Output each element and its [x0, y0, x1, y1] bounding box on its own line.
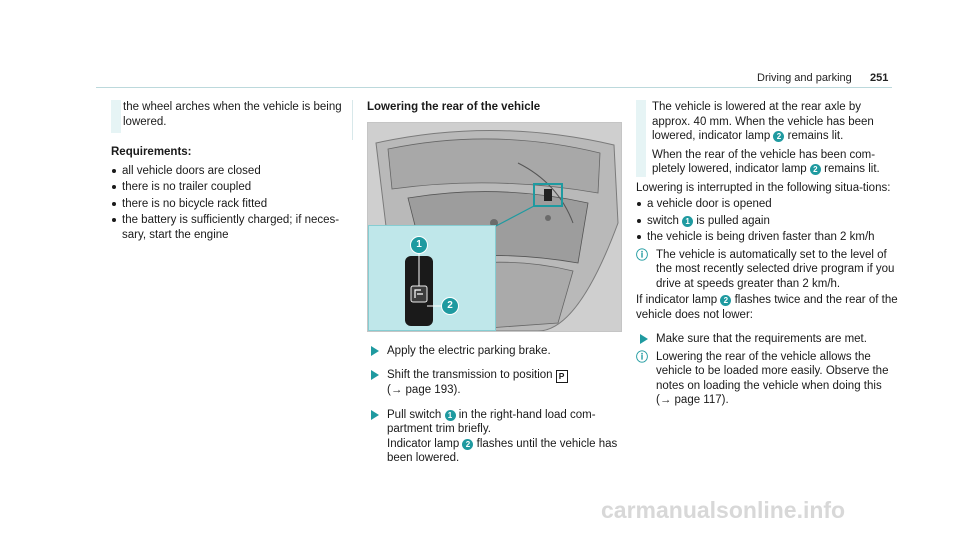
right-column: The vehicle is lowered at the rear axle … — [636, 100, 898, 408]
arrow-icon — [371, 345, 379, 356]
list-item: all vehicle doors are closed — [111, 164, 349, 179]
note-text: the wheel arches when the vehicle is bei… — [123, 101, 342, 128]
switch-detail-drawing — [369, 225, 495, 330]
info-note-level: ⓘ The vehicle is automatically set to th… — [636, 248, 898, 292]
list-item: switch 1 is pulled again — [636, 214, 898, 229]
requirements-title: Requirements: — [111, 146, 192, 158]
arrow-icon — [371, 370, 379, 380]
callout-1: 1 — [410, 235, 428, 254]
interruption-intro: Lowering is interrupted in the following… — [636, 181, 891, 194]
middle-column: Lowering the rear of the vehicle — [367, 100, 622, 466]
park-key-icon: P — [555, 370, 568, 383]
info-text: Lowering the rear of the vehicle allows … — [656, 350, 889, 407]
info-icon: ⓘ — [636, 349, 649, 364]
callout-2: 2 — [441, 296, 459, 315]
header-rule — [96, 87, 892, 88]
page-number: 251 — [870, 72, 889, 84]
step-pull-switch: Pull switch 1 in the right-hand load com… — [367, 408, 622, 466]
callout-1-icon: 1 — [682, 215, 694, 227]
continued-note: the wheel arches when the vehicle is bei… — [111, 100, 353, 140]
section-heading: Lowering the rear of the vehicle — [367, 101, 541, 113]
callout-2-icon: 2 — [462, 438, 474, 450]
left-column: the wheel arches when the vehicle is bei… — [111, 100, 353, 244]
arrow-icon — [640, 334, 648, 344]
callout-1-icon: 1 — [444, 409, 456, 421]
site-watermark: carmanualsonline.info — [601, 497, 846, 523]
callout-2-icon: 2 — [809, 164, 821, 175]
result-text: The vehicle is lowered at the rear axle … — [652, 101, 874, 142]
result-text: When the rear of the vehicle has been co… — [652, 148, 880, 175]
info-text: The vehicle is automatically set to the … — [656, 248, 895, 290]
page-reference-link[interactable]: (→ page 193). — [387, 384, 461, 396]
step-text: Pull switch 1 in the right-hand load com… — [387, 408, 618, 465]
list-item: the vehicle is being driven faster than … — [636, 230, 898, 245]
step-text: Apply the electric parking brake. — [387, 344, 551, 357]
callout-2-icon: 2 — [773, 131, 785, 142]
step-requirements: Make sure that the requirements are met. — [636, 332, 898, 347]
result-block: The vehicle is lowered at the rear axle … — [636, 100, 898, 177]
info-icon: ⓘ — [636, 247, 649, 262]
info-note-loading: ⓘ Lowering the rear of the vehicle allow… — [636, 350, 898, 408]
step-parking-brake: Apply the electric parking brake. — [367, 344, 622, 359]
instruction-steps: Apply the electric parking brake. Shift … — [367, 344, 622, 466]
trunk-illustration: 1 2 — [367, 121, 622, 332]
interruption-list: a vehicle door is opened switch 1 is pul… — [636, 197, 898, 245]
arrow-icon — [371, 409, 379, 420]
callout-2-icon: 2 — [720, 295, 732, 306]
running-header-section: Driving and parking — [757, 72, 852, 84]
step-text: Make sure that the requirements are met. — [656, 333, 867, 345]
list-item: the battery is sufficiently charged; if … — [111, 213, 349, 242]
switch-detail-inset: 1 2 — [368, 224, 496, 331]
list-item: there is no bicycle rack fitted — [111, 197, 349, 212]
list-item: there is no trailer coupled — [111, 180, 349, 195]
requirements-list: all vehicle doors are closed there is no… — [111, 164, 349, 243]
flash-condition: If indicator lamp 2 flashes twice and th… — [636, 294, 898, 321]
list-item: a vehicle door is opened — [636, 197, 898, 212]
